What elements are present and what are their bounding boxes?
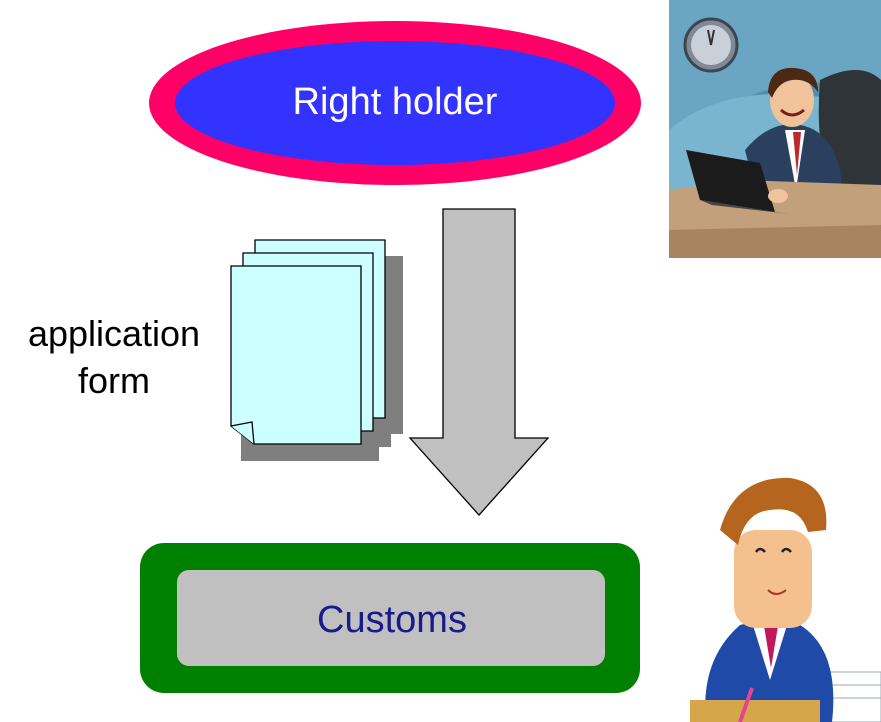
application-form-label-line2: form bbox=[78, 360, 150, 401]
customs-officer-illustration bbox=[690, 477, 881, 722]
form-page-front bbox=[230, 265, 362, 445]
application-form-stack bbox=[230, 239, 403, 461]
application-form-label: application form bbox=[0, 310, 228, 404]
customs-node bbox=[140, 543, 640, 693]
right-holder-inner-fill bbox=[175, 41, 615, 165]
right-holder-label: Right holder bbox=[292, 81, 498, 123]
businessman-illustration bbox=[669, 0, 881, 258]
right-holder-node bbox=[149, 21, 641, 185]
application-form-label-line1: application bbox=[27, 313, 201, 354]
wall-clock-icon bbox=[683, 17, 739, 73]
flow-arrow-down bbox=[408, 208, 550, 516]
customs-label: Customs bbox=[317, 599, 467, 641]
laptop-icon bbox=[686, 150, 775, 212]
customs-inner-box bbox=[177, 570, 605, 666]
